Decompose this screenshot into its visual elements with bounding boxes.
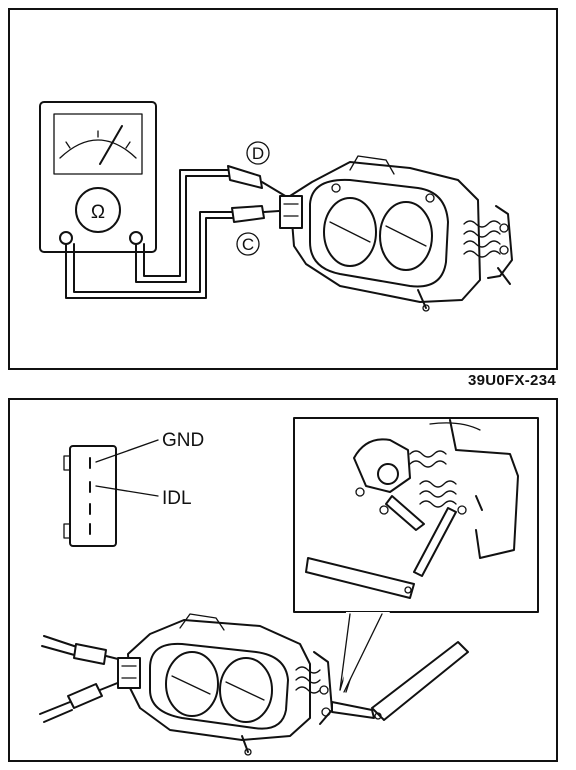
svg-text:C: C — [242, 235, 254, 254]
bottom-test-leads — [39, 635, 131, 723]
label-idl: IDL — [162, 488, 192, 509]
tps-connector — [279, 195, 303, 229]
test-leads — [65, 169, 233, 299]
ohm-symbol: Ω — [91, 202, 105, 223]
throttle-body — [289, 155, 513, 312]
label-d: D — [246, 141, 270, 165]
throttle-body-bottom — [117, 613, 469, 756]
ohmmeter-test-illustration: Ω D C — [39, 101, 513, 312]
idle-switch-test-illustration: GND IDL — [39, 417, 539, 756]
inset-pointer — [339, 611, 390, 693]
label-gnd: GND — [162, 430, 204, 451]
probe-d — [227, 165, 293, 201]
top-panel: Ω D C — [8, 8, 558, 370]
connector-diagram: GND IDL — [63, 430, 204, 547]
ohmmeter: Ω — [39, 101, 157, 253]
linkage-detail-inset — [293, 417, 539, 613]
label-c: C — [236, 232, 260, 256]
figure-code: 39U0FX-234 — [467, 372, 556, 389]
bottom-panel: GND IDL — [8, 398, 558, 762]
meter-needle — [99, 125, 123, 165]
svg-text:D: D — [252, 144, 264, 163]
